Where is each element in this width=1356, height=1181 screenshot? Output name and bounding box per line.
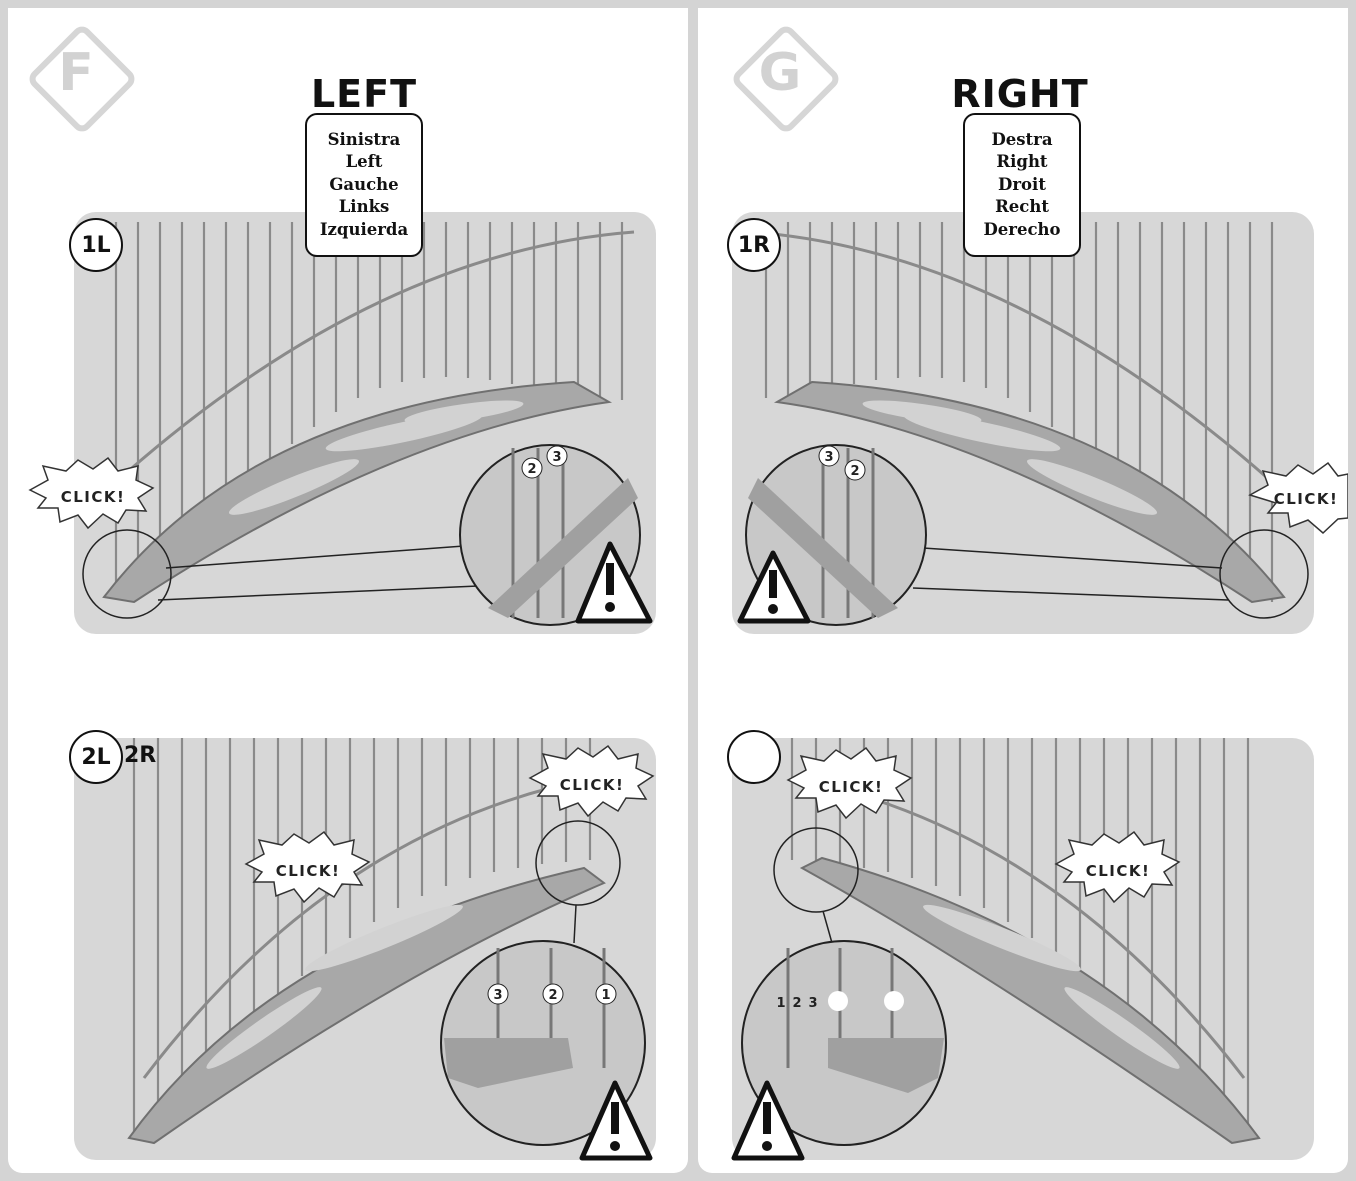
photo-step-2r	[732, 738, 1314, 1160]
photo-step-1r	[732, 212, 1314, 634]
right-panel: G RIGHT Destra Right Droit Recht Derecho	[698, 8, 1348, 1173]
language-label: Derecho	[983, 219, 1061, 239]
page-divider	[688, 0, 698, 1181]
heading-left: LEFT	[310, 72, 418, 116]
heading-right: RIGHT	[951, 72, 1089, 116]
step-badge-2r-label: 2R	[124, 743, 157, 768]
step-badge-2l: 2L	[69, 730, 123, 784]
language-label: Links	[338, 197, 390, 217]
language-label: Sinistra	[327, 129, 401, 149]
language-label: Droit	[998, 174, 1046, 194]
section-letter-right: G	[758, 43, 802, 103]
photo-step-2l	[74, 738, 656, 1160]
step-badge-2r	[727, 730, 781, 784]
language-box-left: Sinistra Left Gauche Links Izquierda	[305, 113, 423, 257]
step-badge-1l: 1L	[69, 218, 123, 272]
language-label: Destra	[991, 129, 1053, 149]
language-label: Izquierda	[319, 219, 409, 239]
left-panel: F LEFT Sinistra Left Gauche Links Izquie…	[8, 8, 688, 1173]
language-label: Right	[996, 152, 1048, 172]
language-label: Recht	[995, 197, 1049, 217]
language-box-right: Destra Right Droit Recht Derecho	[963, 113, 1081, 257]
language-label: Left	[345, 152, 383, 172]
step-badge-1r: 1R	[727, 218, 781, 272]
section-letter-left: F	[58, 43, 94, 103]
photo-step-1l	[74, 212, 656, 634]
language-label: Gauche	[329, 174, 399, 194]
